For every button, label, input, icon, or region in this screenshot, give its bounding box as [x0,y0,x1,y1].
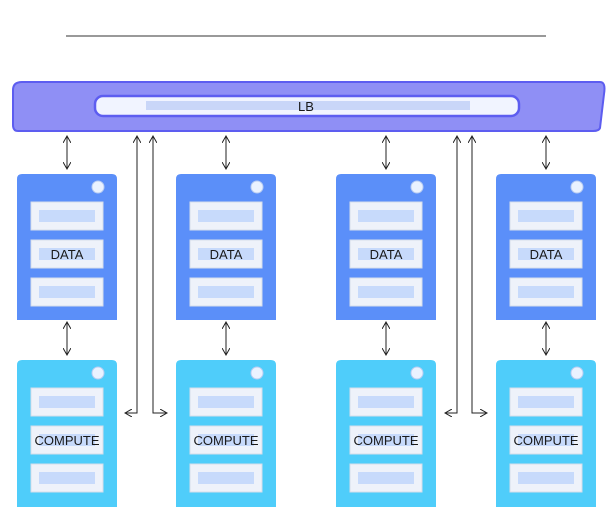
data-server-3: DATA [336,174,436,320]
drive-slot-bar [518,286,574,298]
drive-slot-bar [198,210,254,222]
compute-server-4: COMPUTE [496,360,596,507]
compute-server-2-label: COMPUTE [194,433,259,448]
status-led-icon [250,366,264,380]
status-led-icon [570,366,584,380]
drive-slot-bar [518,210,574,222]
drive-slot-bar [358,210,414,222]
drive-slot-bar [198,434,254,446]
drive-slot-bar [358,472,414,484]
lb-to-compute-link-1-line [126,137,137,413]
drive-slot-bar [518,396,574,408]
lb-to-compute-link-2 [153,137,166,413]
drive-slot-bar [518,434,574,446]
lb-to-compute-link-4 [472,137,486,413]
data-server-4-label: DATA [530,247,563,262]
compute-server-3: COMPUTE [336,360,436,507]
lb-to-compute-link-3 [446,137,457,413]
data-server-1: DATA [17,174,117,320]
drive-slot-bar [358,396,414,408]
data-server-1-label: DATA [51,247,84,262]
drive-slot-bar [39,472,95,484]
load-balancer-slot-bar [146,101,470,110]
drive-slot-bar [198,396,254,408]
lb-to-compute-link-3-line [446,137,457,413]
load-balancer-label: LB [298,99,314,114]
compute-server-4-label: COMPUTE [514,433,579,448]
drive-slot-bar [39,210,95,222]
drive-slot-bar [518,248,574,260]
status-led-icon [91,366,105,380]
data-server-2-label: DATA [210,247,243,262]
drive-slot-bar [39,434,95,446]
status-led-icon [250,180,264,194]
drive-slot-bar [198,472,254,484]
drive-slot-bar [518,472,574,484]
status-led-icon [410,366,424,380]
lb-to-compute-link-2-line [153,137,166,413]
drive-slot-bar [198,248,254,260]
status-led-icon [91,180,105,194]
drive-slot-bar [198,286,254,298]
status-led-icon [410,180,424,194]
load-balancer: LB [12,81,606,132]
compute-server-3-label: COMPUTE [354,433,419,448]
lb-to-compute-link-1 [126,137,137,413]
servers: DATA DATA DATA DATA COMPUTE COMPUTE COMPUTE COM… [17,174,596,507]
compute-server-1: COMPUTE [17,360,117,507]
drive-slot-bar [358,286,414,298]
drive-slot-bar [39,286,95,298]
drive-slot-bar [358,248,414,260]
connectors [67,137,546,413]
compute-server-2: COMPUTE [176,360,276,507]
lb-to-compute-link-4-line [472,137,486,413]
data-server-3-label: DATA [370,247,403,262]
drive-slot-bar [358,434,414,446]
drive-slot-bar [39,396,95,408]
drive-slot-bar [39,248,95,260]
data-server-4: DATA [496,174,596,320]
compute-server-1-label: COMPUTE [35,433,100,448]
data-server-2: DATA [176,174,276,320]
status-led-icon [570,180,584,194]
